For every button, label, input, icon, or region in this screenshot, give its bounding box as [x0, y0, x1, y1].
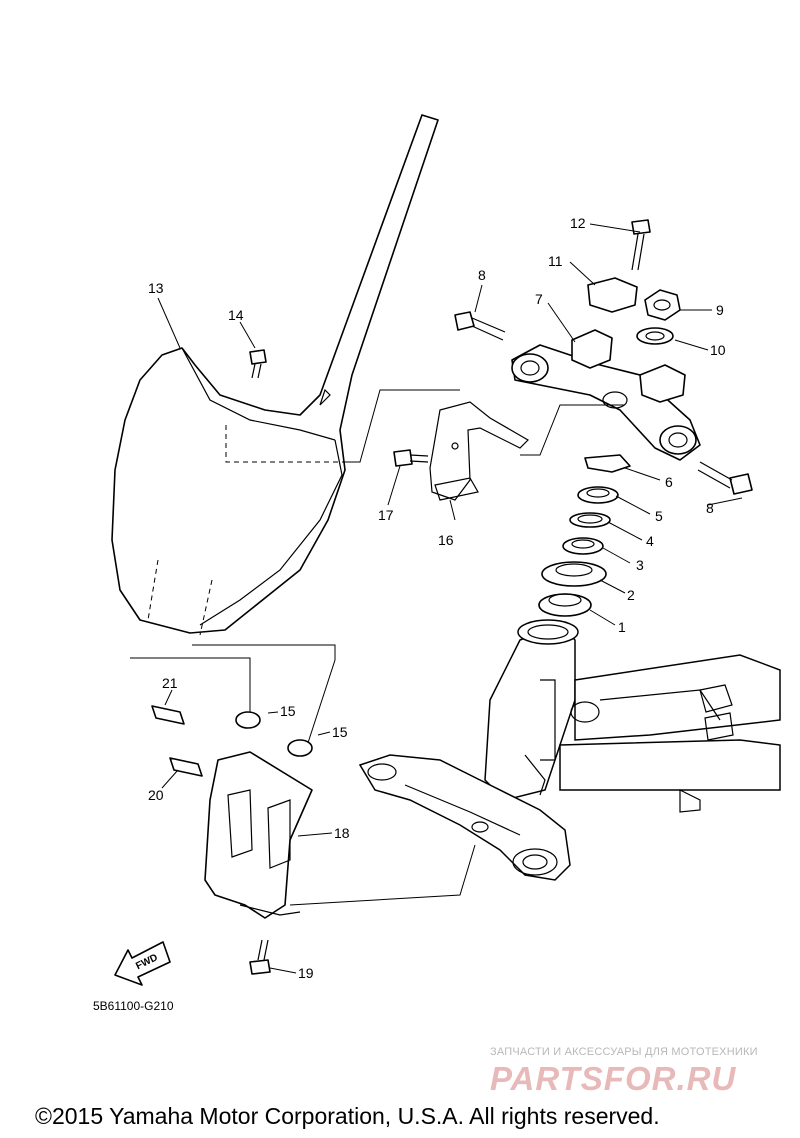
label-part-13: 13 — [148, 280, 164, 296]
bolt-8-upper-drawing — [454, 311, 506, 341]
label-part-11: 11 — [548, 253, 563, 269]
bolt-14-drawing — [249, 349, 267, 379]
washer-10-drawing — [636, 327, 674, 345]
label-part-12: 12 — [570, 215, 586, 231]
number-plate-drawing — [111, 114, 439, 636]
watermark-tagline: ЗАПЧАСТИ И АКСЕССУАРЫ ДЛЯ МОТОТЕХНИКИ — [490, 1046, 758, 1058]
label-part-18: 18 — [334, 825, 350, 841]
label-part-1: 1 — [618, 619, 626, 635]
label-part-8-lower: 8 — [706, 500, 714, 516]
label-part-21: 21 — [162, 675, 178, 691]
leader-lines — [157, 223, 743, 974]
label-part-15b: 15 — [332, 724, 348, 740]
damper-20-drawing — [169, 757, 203, 777]
drawing-code: 5B61100-G210 — [93, 999, 174, 1013]
bracket-18-drawing — [204, 751, 313, 919]
nut-9-drawing — [644, 289, 681, 321]
stay-16-drawing — [429, 401, 529, 501]
label-part-16: 16 — [438, 532, 454, 548]
label-part-6: 6 — [665, 474, 673, 490]
damper-15b-drawing — [287, 739, 313, 757]
frame-drawing — [358, 619, 781, 881]
handlebar-holder-drawing — [587, 277, 638, 313]
label-part-14: 14 — [228, 307, 244, 323]
label-part-2: 2 — [627, 587, 635, 603]
damper-15a-drawing — [235, 711, 261, 729]
label-part-19: 19 — [298, 965, 314, 981]
label-part-10: 10 — [710, 342, 726, 358]
connector-lines — [130, 389, 625, 906]
bolt-19-drawing — [249, 939, 271, 975]
bearing-stack — [538, 454, 631, 617]
label-part-9: 9 — [716, 302, 724, 318]
label-part-7: 7 — [535, 291, 543, 307]
label-part-3: 3 — [636, 557, 644, 573]
label-part-15a: 15 — [280, 703, 296, 719]
fwd-arrow-icon — [114, 941, 171, 986]
bolt-8-lower-drawing — [697, 461, 753, 495]
label-part-20: 20 — [148, 787, 164, 803]
label-part-8-upper: 8 — [478, 267, 486, 283]
label-part-17: 17 — [378, 507, 394, 523]
bolt-12-drawing — [631, 219, 651, 271]
label-part-4: 4 — [646, 533, 654, 549]
damper-21-drawing — [151, 705, 185, 725]
watermark-logo: PARTSFOR.RU — [490, 1060, 736, 1097]
copyright-notice: ©2015 Yamaha Motor Corporation, U.S.A. A… — [35, 1103, 660, 1129]
bolt-17-drawing — [393, 449, 429, 467]
label-part-5: 5 — [655, 508, 663, 524]
upper-bracket-drawing — [511, 329, 701, 461]
